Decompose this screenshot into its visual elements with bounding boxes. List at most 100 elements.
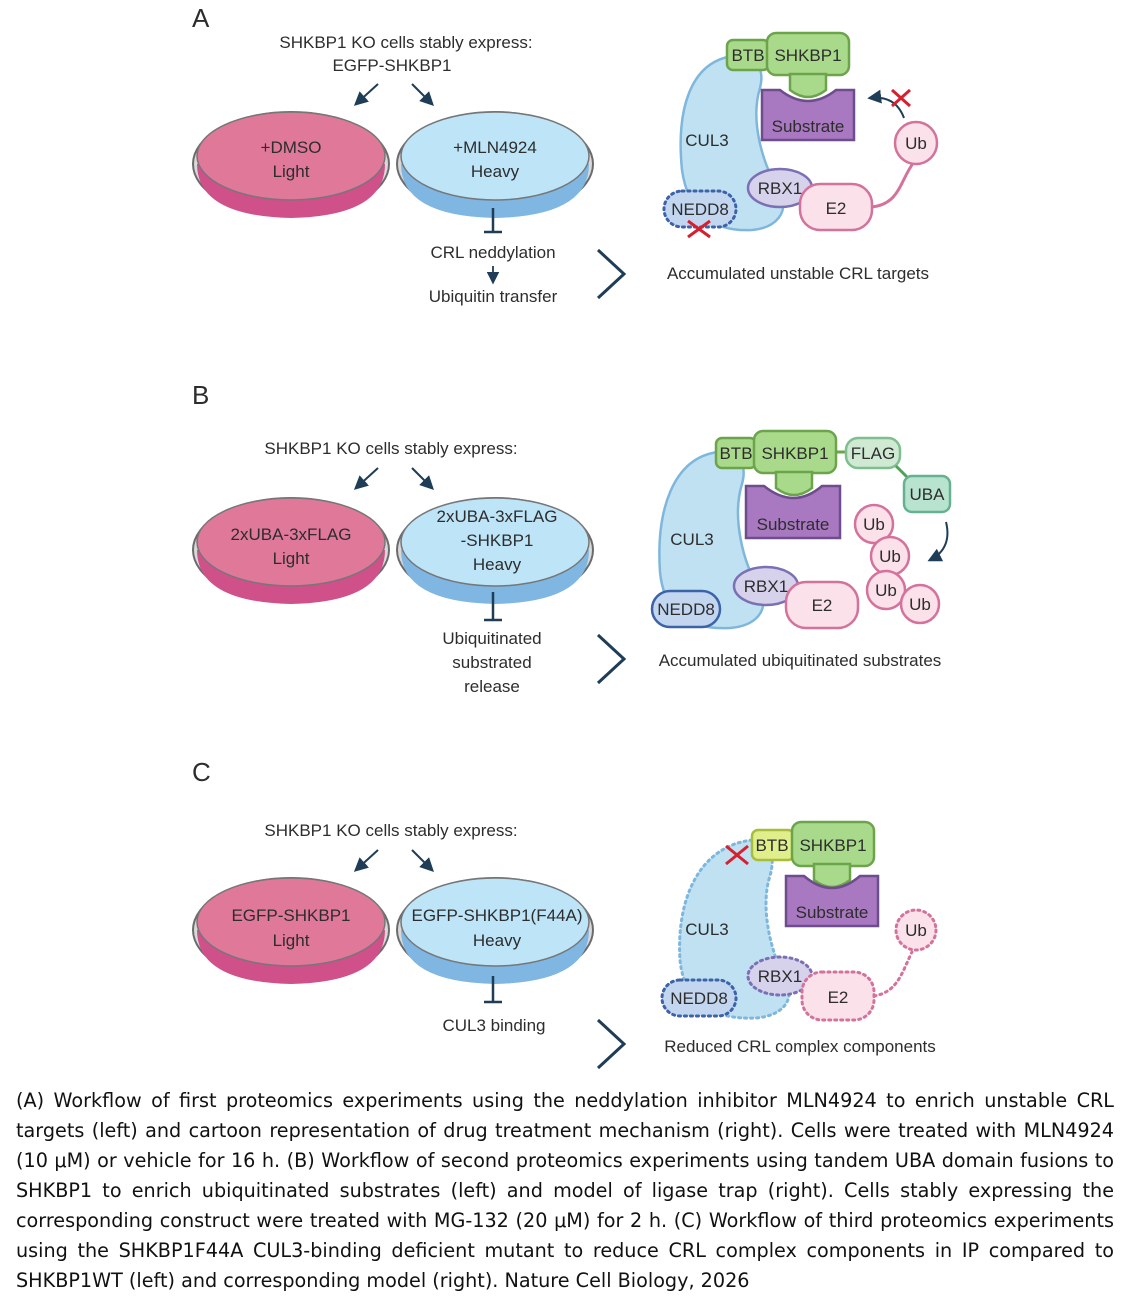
panel-c-btb-label: BTB: [755, 836, 788, 855]
panel-b-curve-arrow: [927, 521, 949, 562]
panel-b-complex: [650, 429, 952, 630]
panel-a-transfer-cross: [891, 88, 911, 108]
panel-c-dish-heavy-line2: Heavy: [473, 931, 522, 950]
panel-c-arrow-right: [411, 849, 434, 872]
panel-a-nedd8-label: NEDD8: [671, 200, 729, 219]
panel-a-e2-label: E2: [826, 199, 847, 218]
panel-b-dish-heavy-line1: 2xUBA-3xFLAG: [437, 507, 558, 526]
panel-b: B SHKBP1 KO cells stably express: 2xUBA-…: [192, 380, 952, 696]
panel-b-nedd8-label: NEDD8: [657, 600, 715, 619]
panel-b-inhibit-line2: substrated: [452, 653, 531, 672]
panel-a-ub-linker: [871, 161, 916, 209]
panel-c-nedd8-label: NEDD8: [670, 989, 728, 1008]
panel-a-header-line1: SHKBP1 KO cells stably express:: [279, 33, 532, 52]
panel-a-rbx1-label: RBX1: [758, 179, 802, 198]
panel-b-result: Accumulated ubiquitinated substrates: [659, 651, 942, 670]
panel-a-nedd8-cross: [687, 219, 711, 239]
panel-a-ub: [893, 120, 939, 166]
panel-b-ub-1: [853, 503, 895, 545]
panel-a-inhibit-text2: Ubiquitin transfer: [429, 287, 558, 306]
figure-diagram: A SHKBP1 KO cells stably express: EGFP-S…: [192, 3, 952, 1070]
panel-a-substrate: [760, 88, 856, 142]
panel-a-dish-light-line2: Light: [273, 162, 310, 181]
panel-c-result: Reduced CRL complex components: [664, 1037, 936, 1056]
panel-b-uba-link: [894, 464, 910, 480]
panel-c-inhibit: CUL3 binding: [442, 1016, 545, 1035]
panel-b-arrow-right: [411, 467, 434, 490]
panel-c-rbx1-label: RBX1: [758, 967, 802, 986]
panel-c-dish-heavy-line1: EGFP-SHKBP1(F44A): [412, 906, 583, 925]
panel-a-letter: A: [192, 3, 210, 33]
panel-c-e2-label: E2: [828, 988, 849, 1007]
panel-b-ub4-label: Ub: [909, 595, 931, 614]
panel-b-btb-label: BTB: [719, 444, 752, 463]
panel-c-shkbp1-stem: [812, 862, 852, 889]
panel-b-cul3-label: CUL3: [670, 530, 713, 549]
panel-b-dish-heavy-line2: -SHKBP1: [461, 531, 534, 550]
panel-c-big-arrow: [592, 1018, 626, 1070]
panel-a-result: Accumulated unstable CRL targets: [667, 264, 929, 283]
panel-b-rbx1-label: RBX1: [744, 577, 788, 596]
panel-a-substrate-label: Substrate: [772, 117, 845, 136]
panel-b-substrate-label: Substrate: [757, 515, 830, 534]
panel-a-shkbp1-stem: [788, 72, 828, 99]
panel-a-btb-label: BTB: [731, 46, 764, 65]
panel-a-arrow-left: [353, 83, 379, 106]
panel-b-letter: B: [192, 380, 209, 410]
panel-c-substrate: [784, 874, 880, 928]
panel-b-inhibit-line1: Ubiquitinated: [442, 629, 541, 648]
panel-c: C SHKBP1 KO cells stably express: EGFP-S…: [192, 757, 938, 1070]
panel-c-dish-light-line1: EGFP-SHKBP1: [231, 906, 350, 925]
panel-b-shkbp1-stem: [774, 470, 814, 497]
figure-caption: (A) Workflow of first proteomics experim…: [16, 1089, 1114, 1292]
panel-b-dish-light-line1: 2xUBA-3xFLAG: [231, 525, 352, 544]
panel-b-flag: [844, 436, 902, 470]
panel-b-ub3-label: Ub: [875, 581, 897, 600]
panel-a-dish-heavy-line2: Heavy: [471, 162, 520, 181]
panel-a-shkbp1-label: SHKBP1: [774, 46, 841, 65]
panel-c-dish-light: [192, 877, 390, 984]
panel-c-substrate-label: Substrate: [796, 903, 869, 922]
panel-a-header-line2: EGFP-SHKBP1: [332, 56, 451, 75]
panel-a-dish-heavy: [396, 111, 594, 218]
panel-c-shkbp1-label: SHKBP1: [799, 836, 866, 855]
panel-c-ub: [894, 908, 938, 952]
panel-a-cul3-label: CUL3: [685, 131, 728, 150]
panel-a-inhibit-text1: CRL neddylation: [430, 243, 555, 262]
panel-a: A SHKBP1 KO cells stably express: EGFP-S…: [192, 3, 939, 306]
panel-a-transfer-arrow: [867, 89, 905, 119]
panel-c-nedd8: [660, 978, 738, 1018]
panel-c-arrow-left: [353, 849, 379, 872]
panel-b-dish-light: [192, 497, 390, 604]
panel-b-nedd8: [650, 589, 722, 629]
panel-b-substrate: [744, 484, 842, 540]
panel-b-ub1-label: Ub: [863, 515, 885, 534]
panel-a-arrow-right: [411, 83, 434, 106]
panel-b-dish-heavy-line3: Heavy: [473, 555, 522, 574]
panel-c-letter: C: [192, 757, 211, 787]
panel-c-ub-linker: [872, 950, 914, 998]
panel-a-big-arrow: [592, 248, 626, 300]
panel-c-ub-label: Ub: [905, 921, 927, 940]
panel-a-dish-light: [192, 111, 390, 218]
panel-b-uba-label: UBA: [910, 485, 946, 504]
panel-b-dish-heavy: [396, 497, 594, 604]
panel-b-flag-label: FLAG: [851, 444, 895, 463]
panel-b-uba: [902, 474, 952, 514]
panel-c-cul3-label: CUL3: [685, 920, 728, 939]
panel-c-cul3-cross: [725, 844, 749, 866]
panel-b-e2: [784, 580, 860, 630]
panel-c-dish-heavy: [396, 877, 594, 984]
panel-b-ub-4: [899, 583, 941, 625]
panel-a-dish-heavy-line1: +MLN4924: [453, 138, 537, 157]
panel-a-dish-light-line1: +DMSO: [261, 138, 322, 157]
panel-a-ub-label: Ub: [905, 134, 927, 153]
panel-a-complex: [662, 31, 939, 239]
panel-c-header: SHKBP1 KO cells stably express:: [264, 821, 517, 840]
panel-b-big-arrow: [592, 633, 626, 685]
panel-b-shkbp1-label: SHKBP1: [761, 444, 828, 463]
panel-c-dish-light-line2: Light: [273, 931, 310, 950]
panel-b-arrow-left: [353, 467, 379, 490]
panel-c-complex: [660, 820, 938, 1022]
panel-b-e2-label: E2: [812, 596, 833, 615]
